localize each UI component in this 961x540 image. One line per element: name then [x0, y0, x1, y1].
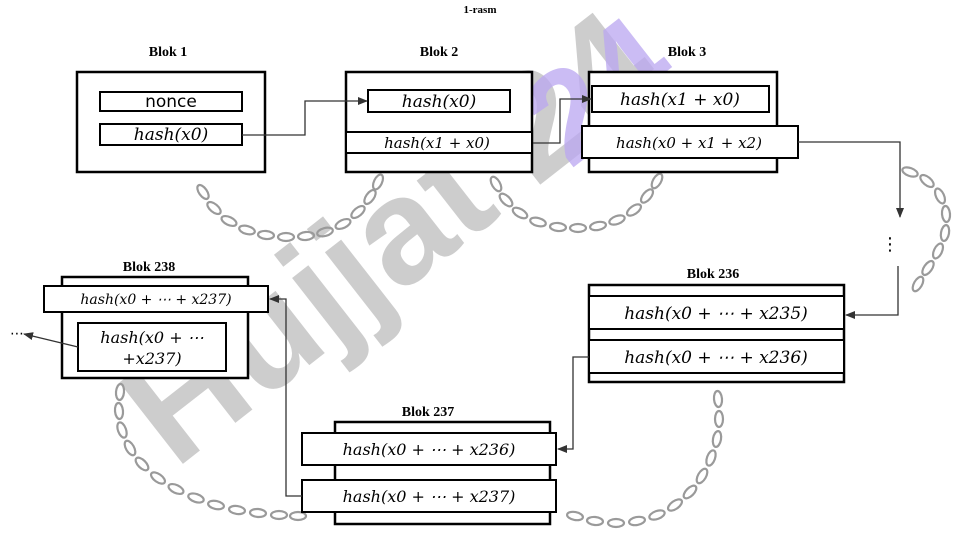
block-3-bottom-field — [581, 125, 799, 159]
block-237-top-field — [301, 432, 557, 466]
block-1-bottom-text: hash(x0) — [134, 125, 208, 145]
arrow-block3-down — [798, 141, 904, 218]
block-2-top-field — [367, 89, 511, 113]
block-237-bottom-text: hash(x0 + ⋯ + x237) — [343, 487, 516, 506]
block-2-title: Blok 2 — [420, 45, 459, 60]
block-2-bottom-field — [345, 131, 533, 154]
block-1-top-field — [99, 91, 243, 112]
block-1-top-text: nonce — [145, 92, 197, 112]
chain-link-3-236 — [901, 166, 952, 293]
block-238-bottom-text-line2: +x237) — [122, 349, 181, 368]
block-1: Blok 1 nonce hash(x0) — [75, 45, 267, 174]
block-236: Blok 236 hash(x0 + ⋯ + x235) hash(x0 + ⋯… — [587, 267, 846, 384]
arrow-into-block236 — [845, 266, 899, 319]
block-236-bottom-field — [588, 339, 845, 374]
block-1-frame — [75, 70, 267, 174]
block-2-bottom-text: hash(x1 + x0) — [384, 134, 490, 152]
chain-link-1-2 — [196, 173, 385, 243]
block-236-bottom-text: hash(x0 + ⋯ + x236) — [624, 348, 808, 368]
block-238-bottom-text-line1: hash(x0 + ⋯ — [100, 328, 203, 347]
block-238-title: Blok 238 — [123, 260, 176, 275]
block-236-top-field — [588, 295, 845, 330]
block-238-top-text: hash(x0 + ⋯ + x237) — [80, 292, 231, 308]
arrow-block238-onward — [23, 332, 79, 348]
block-238-top-field — [43, 285, 269, 313]
block-3: Blok 3 hash(x1 + x0) hash(x0 + x1 + x2) — [581, 45, 799, 174]
block-236-top-text: hash(x0 + ⋯ + x235) — [624, 304, 808, 324]
block-2-top-text: hash(x0) — [402, 92, 476, 112]
block-2-frame — [344, 70, 534, 174]
block-237: Blok 237 hash(x0 + ⋯ + x236) hash(x0 + ⋯… — [301, 405, 557, 526]
block-3-top-field — [591, 85, 770, 113]
arrow-block1-to-block2 — [242, 97, 368, 136]
block-3-bottom-text: hash(x0 + x1 + x2) — [616, 134, 762, 152]
block-237-bottom-field — [301, 479, 557, 513]
block-2: Blok 2 hash(x0) hash(x1 + x0) — [344, 45, 534, 174]
arrow-block2-to-block3 — [533, 95, 592, 144]
arrow-block237-to-block238 — [269, 295, 302, 497]
block-3-title: Blok 3 — [668, 45, 707, 60]
block-237-title: Blok 237 — [402, 405, 455, 420]
vertical-ellipsis: ⋮ — [881, 234, 899, 255]
chain-link-238-237 — [113, 382, 308, 522]
block-238: Blok 238 hash(x0 + ⋯ + x237) hash(x0 + ⋯… — [43, 260, 269, 380]
end-ellipsis: ⋯ — [10, 326, 24, 342]
block-238-bottom-field — [77, 322, 227, 372]
block-1-title: Blok 1 — [149, 45, 188, 60]
block-3-top-text: hash(x1 + x0) — [620, 90, 740, 110]
arrow-block236-to-block237 — [557, 356, 589, 453]
chain-link-2-3 — [489, 172, 664, 234]
chain-link-237-236 — [565, 389, 725, 529]
block-237-top-text: hash(x0 + ⋯ + x236) — [343, 440, 516, 459]
figure-caption: 1-rasm — [464, 4, 497, 16]
block-236-title: Blok 236 — [687, 267, 740, 282]
